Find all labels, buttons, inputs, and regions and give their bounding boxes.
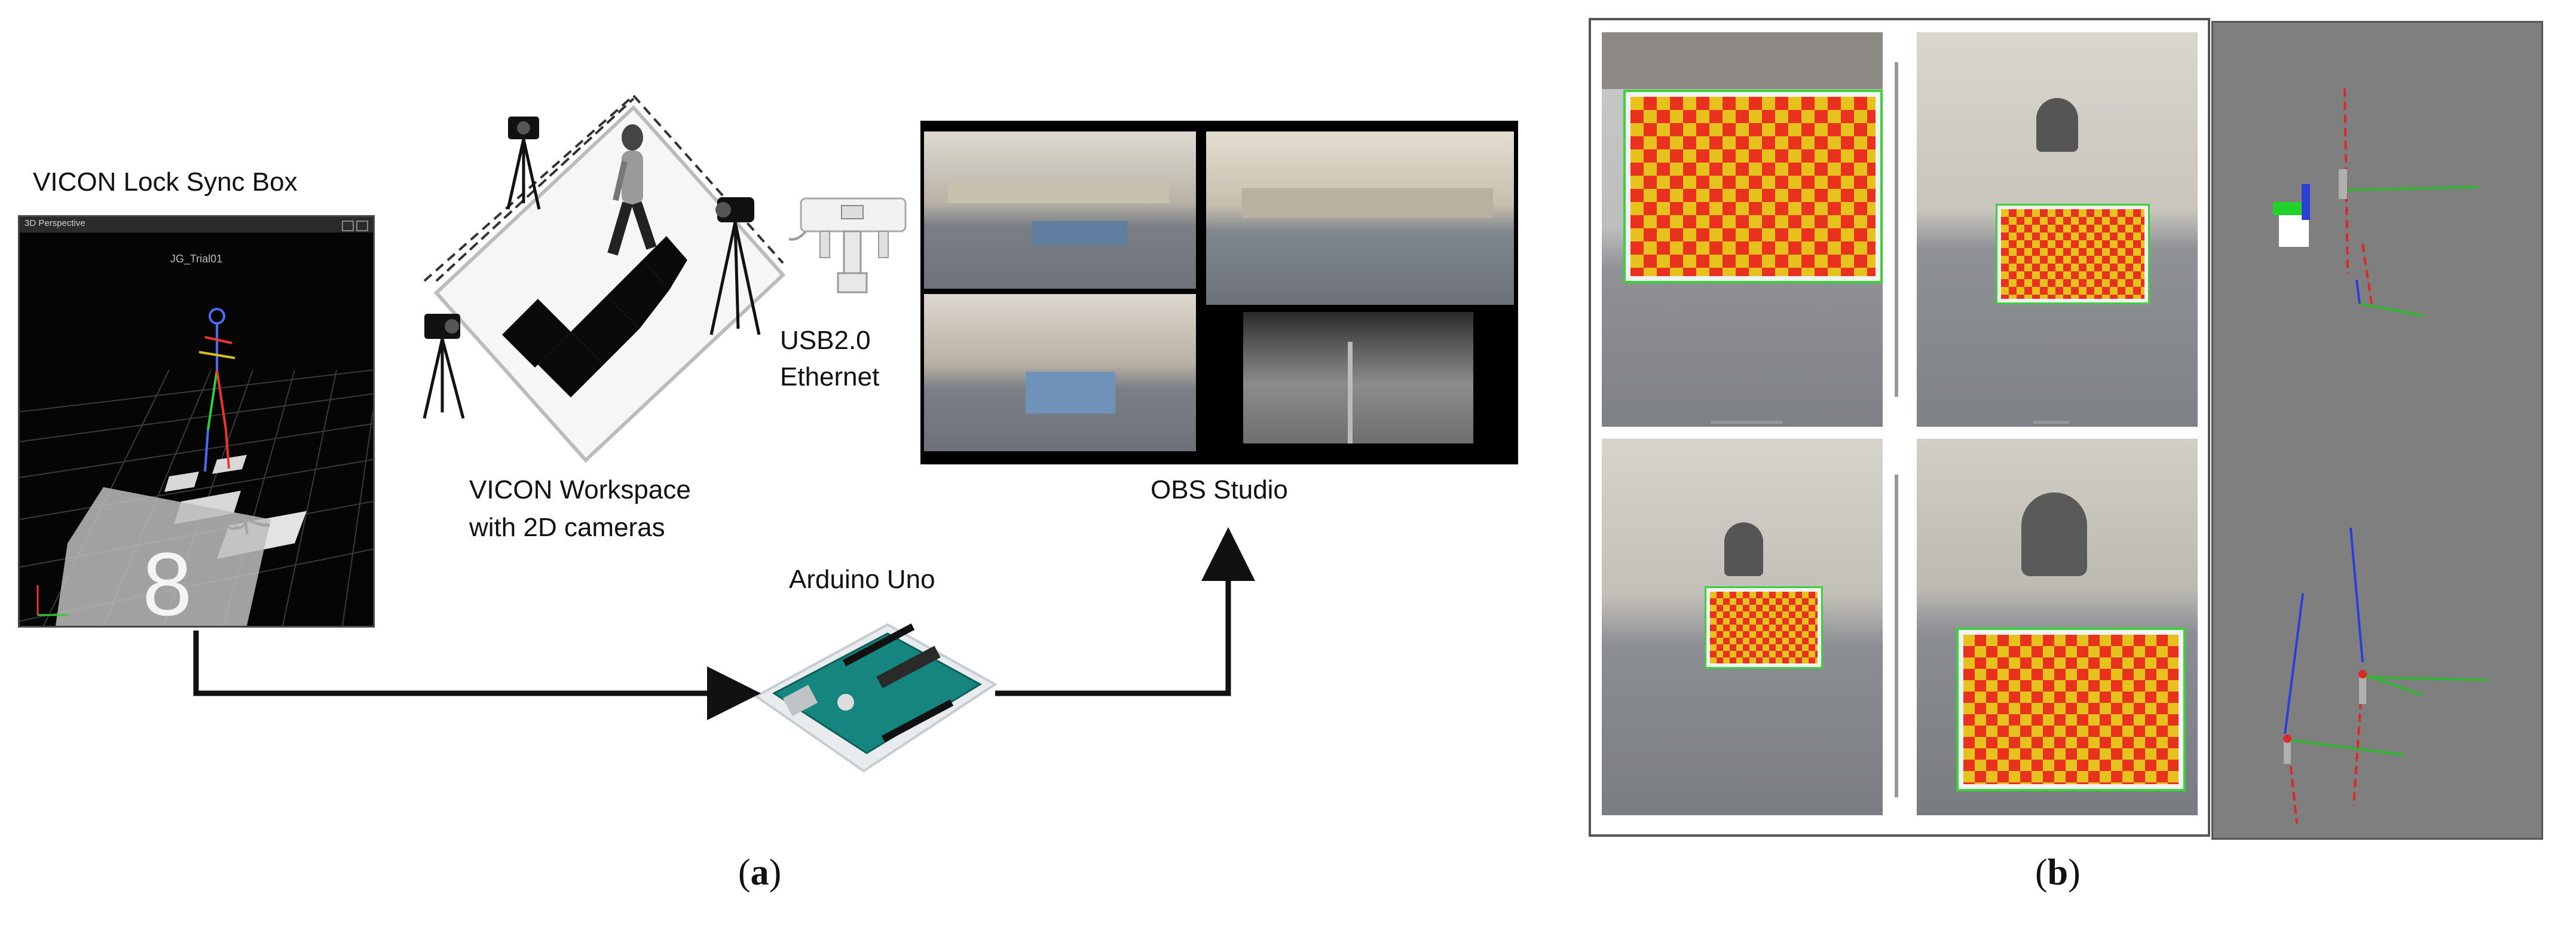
vicon-window-tab[interactable]: 3D Perspective xyxy=(25,218,85,228)
camera-center-marker xyxy=(2283,735,2292,743)
caption-a: (a) xyxy=(738,852,782,893)
camera-axis-blue xyxy=(2349,527,2364,663)
calibration-checkerboard xyxy=(1623,90,1883,283)
workspace-label-line2: with 2D cameras xyxy=(469,513,665,542)
arrow-sync-to-arduino xyxy=(193,631,761,720)
camera-frustum-icon xyxy=(2339,169,2347,199)
usb-ethernet-connector xyxy=(788,197,907,293)
camera-frustum-icon xyxy=(2359,674,2366,704)
usb-label-line1: USB2.0 xyxy=(780,326,871,355)
window-maximize-icon[interactable] xyxy=(356,221,368,231)
camera-pose-plot xyxy=(2273,88,2489,824)
workspace-label-line1: VICON Workspace xyxy=(469,475,691,504)
walking-person xyxy=(607,124,657,256)
view-scrollbar[interactable] xyxy=(1711,421,1782,424)
plate-number-8: 8 xyxy=(142,534,192,626)
camera-frustum-icon xyxy=(2284,737,2291,764)
window-restore-icon[interactable] xyxy=(342,221,354,231)
camera-frustum-icon xyxy=(2273,202,2303,215)
vicon-workspace-illustration xyxy=(423,94,786,463)
floor-plate xyxy=(164,472,199,492)
camera-axis-green xyxy=(2287,739,2405,756)
calibration-checkerboard xyxy=(1705,586,1823,669)
arrow-arduino-to-obs xyxy=(995,527,1255,696)
calibration-view-4[interactable] xyxy=(1917,439,2198,815)
vicon-lock-label: VICON Lock Sync Box xyxy=(33,167,298,197)
calibration-checkerboard xyxy=(1996,204,2150,304)
header-pins xyxy=(842,623,915,666)
workspace-floor xyxy=(433,105,786,463)
calibration-checkerboard xyxy=(1956,628,2186,791)
workspace-boundary xyxy=(632,94,784,264)
calibration-view-3[interactable] xyxy=(1602,439,1883,815)
view-scrollbar[interactable] xyxy=(1895,62,1898,397)
camera-tripod-left xyxy=(423,314,465,419)
camera-tripod-top xyxy=(506,117,541,210)
camera-pose-3d-panel xyxy=(2211,21,2543,840)
arduino-label: Arduino Uno xyxy=(789,565,935,594)
vicon-3d-scene: 7 6 8 xyxy=(20,308,373,626)
obs-camera-view-2[interactable] xyxy=(1206,131,1514,305)
camera-axis-green xyxy=(2359,302,2423,317)
obs-label: OBS Studio xyxy=(1151,475,1288,504)
microcontroller-chip xyxy=(876,645,941,689)
force-plate xyxy=(56,487,271,626)
camera-axis-blue xyxy=(2355,279,2361,304)
camera-tripod-right xyxy=(709,197,761,335)
skeleton-figure xyxy=(198,308,235,472)
floor-plates xyxy=(502,236,687,397)
header-pins xyxy=(881,699,954,742)
caption-b: (b) xyxy=(2035,852,2081,893)
view-scrollbar[interactable] xyxy=(2033,421,2069,424)
camera-axis-green xyxy=(2344,186,2480,191)
calibration-view-1[interactable] xyxy=(1602,32,1883,427)
calibration-view-2[interactable] xyxy=(1917,32,2198,427)
vicon-trial-label: JG_Trial01 xyxy=(170,253,223,265)
obs-camera-view-1[interactable] xyxy=(924,131,1196,289)
camera-axis-red xyxy=(2361,243,2373,304)
usb-port-icon xyxy=(782,684,818,717)
obs-multiview-panel xyxy=(920,121,1518,464)
obs-camera-view-3[interactable] xyxy=(924,294,1196,451)
view-scrollbar[interactable] xyxy=(1895,475,1898,797)
usb-label-line2: Ethernet xyxy=(780,362,880,391)
camera-frustum-icon xyxy=(2302,184,2310,220)
obs-camera-view-4[interactable] xyxy=(1243,312,1473,443)
capacitor-icon xyxy=(837,694,854,711)
camera-axis-blue xyxy=(2284,593,2304,735)
camera-center-marker xyxy=(2358,670,2367,678)
arduino-uno-board xyxy=(754,623,998,773)
camera-axis-red xyxy=(2352,674,2364,806)
vicon-window-titlebar xyxy=(20,217,373,232)
vicon-3d-window: 3D Perspective JG_Trial01 7 6 8 xyxy=(18,215,375,628)
camera-axis-green xyxy=(2362,676,2489,681)
calibration-camera-grid xyxy=(1589,18,2210,837)
